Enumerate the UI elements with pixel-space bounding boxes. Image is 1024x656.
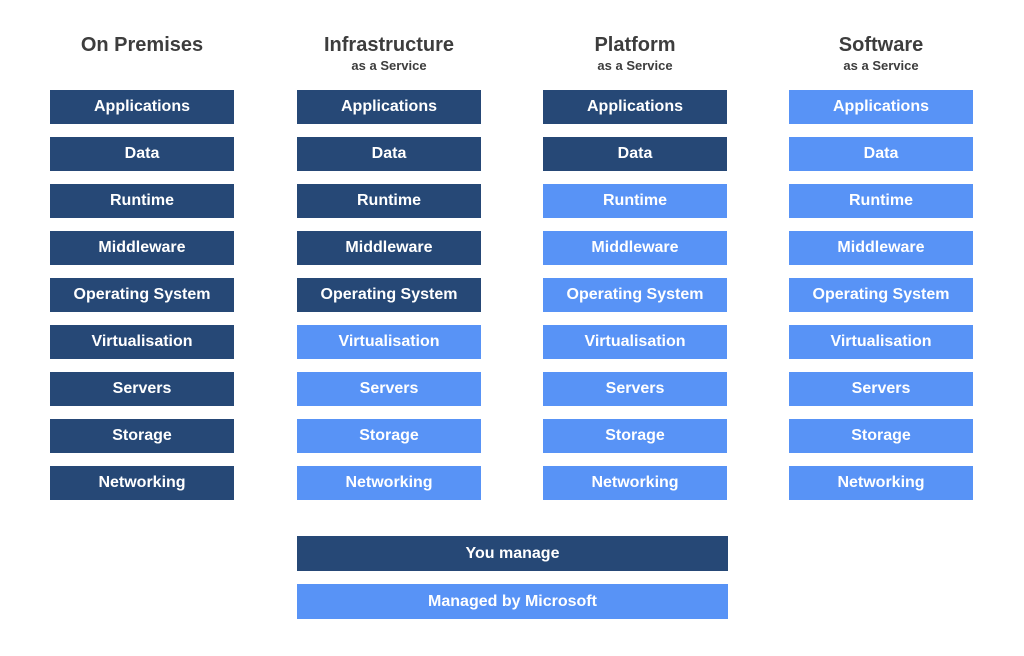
column-title: Infrastructure — [323, 34, 455, 56]
column-subtitle: as a Service — [351, 58, 427, 73]
layer-box: Servers — [543, 372, 727, 406]
layer-box: Applications — [543, 90, 727, 124]
layer-box: Networking — [543, 466, 727, 500]
column-iaas: Infrastructure as a Service Applications… — [297, 0, 481, 656]
column-on-premises: On Premises Applications Data Runtime Mi… — [50, 0, 234, 656]
layer-box: Middleware — [789, 231, 973, 265]
legend: You manage Managed by Microsoft — [297, 536, 728, 632]
layer-box: Networking — [789, 466, 973, 500]
column-title: Platform — [594, 34, 676, 56]
layer-box: Virtualisation — [789, 325, 973, 359]
layer-stack: Applications Data Runtime Middleware Ope… — [50, 90, 234, 513]
column-subtitle: as a Service — [597, 58, 673, 73]
layer-stack: Applications Data Runtime Middleware Ope… — [543, 90, 727, 513]
column-paas: Platform as a Service Applications Data … — [543, 0, 727, 656]
layer-box: Runtime — [50, 184, 234, 218]
layer-box: Servers — [50, 372, 234, 406]
layer-box: Data — [297, 137, 481, 171]
layer-box: Middleware — [297, 231, 481, 265]
layer-stack: Applications Data Runtime Middleware Ope… — [789, 90, 973, 513]
layer-box: Operating System — [789, 278, 973, 312]
layer-box: Virtualisation — [543, 325, 727, 359]
layer-box: Virtualisation — [50, 325, 234, 359]
column-subtitle: as a Service — [843, 58, 919, 73]
layer-box: Data — [50, 137, 234, 171]
layer-box: Operating System — [543, 278, 727, 312]
layer-box: Applications — [297, 90, 481, 124]
layer-box: Servers — [297, 372, 481, 406]
column-title: Software — [838, 34, 924, 56]
layer-box: Applications — [789, 90, 973, 124]
column-saas: Software as a Service Applications Data … — [789, 0, 973, 656]
layer-box: Networking — [297, 466, 481, 500]
layer-box: Data — [789, 137, 973, 171]
legend-you-manage: You manage — [297, 536, 728, 571]
layer-box: Applications — [50, 90, 234, 124]
layer-box: Storage — [297, 419, 481, 453]
layer-box: Runtime — [297, 184, 481, 218]
layer-box: Runtime — [543, 184, 727, 218]
column-title: On Premises — [80, 34, 204, 56]
layer-box: Runtime — [789, 184, 973, 218]
layer-box: Storage — [543, 419, 727, 453]
layer-box: Storage — [789, 419, 973, 453]
layer-box: Middleware — [50, 231, 234, 265]
legend-managed-by-microsoft: Managed by Microsoft — [297, 584, 728, 619]
layer-box: Middleware — [543, 231, 727, 265]
layer-stack: Applications Data Runtime Middleware Ope… — [297, 90, 481, 513]
layer-box: Operating System — [50, 278, 234, 312]
layer-box: Virtualisation — [297, 325, 481, 359]
layer-box: Servers — [789, 372, 973, 406]
layer-box: Data — [543, 137, 727, 171]
layer-box: Storage — [50, 419, 234, 453]
layer-box: Operating System — [297, 278, 481, 312]
layer-box: Networking — [50, 466, 234, 500]
